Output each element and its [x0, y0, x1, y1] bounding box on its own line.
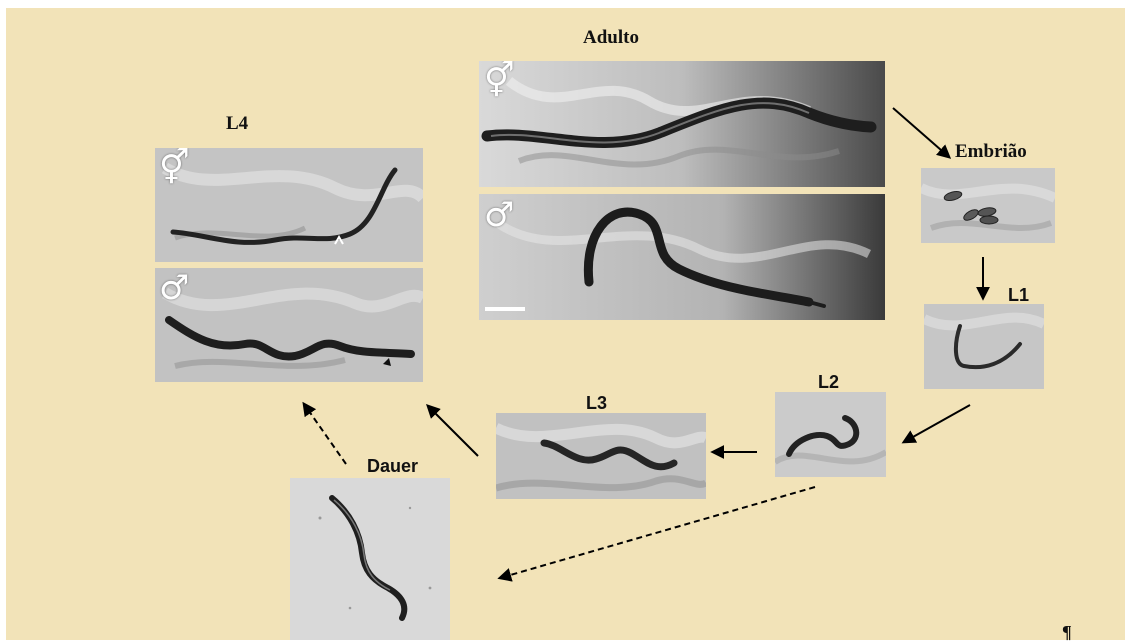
- panel-adult-hermaphrodite: ⚥: [479, 61, 885, 187]
- male-symbol: ♂: [484, 198, 514, 232]
- label-l1: L1: [1008, 285, 1029, 306]
- label-l2: L2: [818, 372, 839, 393]
- panel-l2: [775, 392, 886, 477]
- label-dauer: Dauer: [367, 456, 418, 477]
- panel-l3: [496, 413, 706, 499]
- male-symbol: ♂: [159, 271, 189, 305]
- label-embryo: Embrião: [955, 141, 1027, 163]
- panel-dauer: [290, 478, 450, 640]
- label-l3: L3: [586, 393, 607, 414]
- panel-adult-male: ♂: [479, 194, 885, 320]
- hermaphrodite-symbol: ⚥: [159, 151, 190, 185]
- panel-embryo: [921, 168, 1055, 243]
- label-l4: L4: [226, 113, 248, 135]
- hermaphrodite-symbol: ⚥: [484, 64, 515, 98]
- panel-l4-male: ♂: [155, 268, 423, 382]
- panel-l1: [924, 304, 1044, 389]
- label-adult: Adulto: [583, 27, 639, 49]
- panel-l4-hermaphrodite: ⚥: [155, 148, 423, 262]
